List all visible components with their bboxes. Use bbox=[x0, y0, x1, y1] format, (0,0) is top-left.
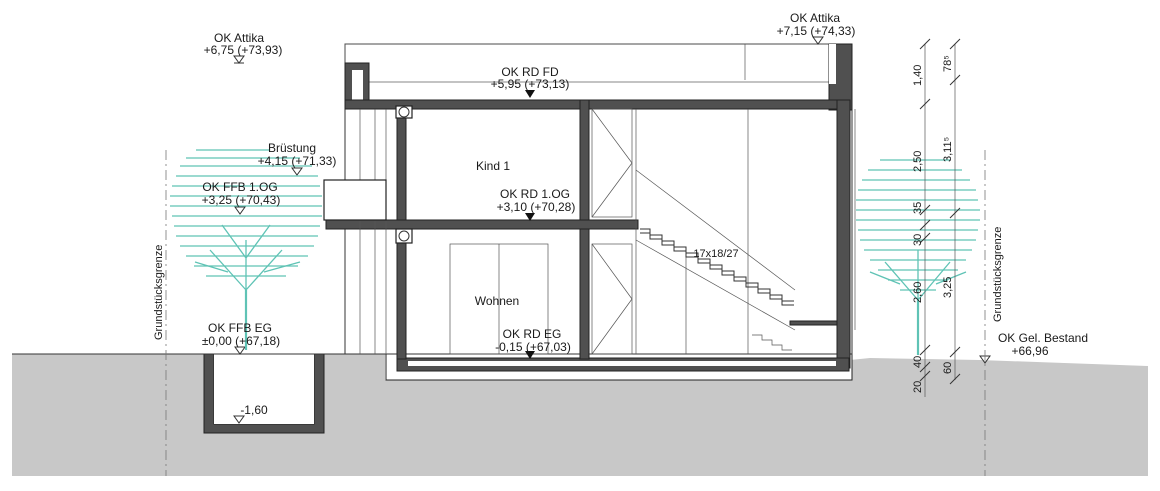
dim-left-6: 40 bbox=[912, 356, 924, 368]
dim-left-3: 35 bbox=[912, 202, 924, 214]
dim-left-7: 20 bbox=[912, 381, 924, 393]
level-attika-left-name: OK Attika bbox=[214, 31, 264, 45]
window-frame-top bbox=[395, 105, 413, 119]
level-rd-fd-name: OK RD FD bbox=[501, 65, 559, 79]
level-ffb-eg-value: ±0,00 (+67,18) bbox=[202, 334, 280, 348]
level-ffb-eg-name: OK FFB EG bbox=[208, 321, 272, 335]
parapet-left-in bbox=[352, 70, 363, 103]
ground-fill bbox=[12, 354, 1148, 476]
level-ffb-og-value: +3,25 (+70,43) bbox=[202, 193, 281, 207]
level-attika-left-value: +6,75 (+73,93) bbox=[204, 43, 283, 57]
dim-left-2: 2,50 bbox=[912, 151, 924, 172]
boundary-label-right: Grundstücksgrenze bbox=[992, 227, 1004, 322]
dim-left-1: 1,40 bbox=[912, 65, 924, 86]
balcony-box bbox=[323, 179, 387, 221]
level-attika-right-name: OK Attika bbox=[790, 11, 840, 25]
level-rd-og-value: +3,10 (+70,28) bbox=[497, 200, 576, 214]
level-bruestung-value: +4,15 (+71,33) bbox=[258, 154, 337, 168]
tree-left bbox=[170, 149, 322, 350]
dim-left-5: 2,60 bbox=[912, 282, 924, 303]
dim-right-3: 3,25 bbox=[942, 277, 954, 298]
shaft-eg-x2 bbox=[591, 298, 633, 355]
shaft-eg-x1 bbox=[591, 243, 633, 300]
roof-slab bbox=[344, 99, 846, 110]
eg-slab-white bbox=[408, 361, 836, 366]
level-markers bbox=[233, 36, 991, 424]
left-wall-og bbox=[396, 108, 407, 221]
level-rd-eg-name: OK RD EG bbox=[503, 327, 562, 341]
level-attika-right-value: +7,15 (+74,33) bbox=[777, 24, 856, 38]
boundary-label-left: Grundstücksgrenze bbox=[153, 245, 165, 340]
dim-right-4: 60 bbox=[942, 362, 954, 374]
parapet-right-in bbox=[829, 44, 836, 84]
pit-inside bbox=[214, 354, 314, 424]
tree-right bbox=[856, 159, 980, 355]
left-wall-eg bbox=[396, 228, 407, 360]
level-rd-og-name: OK RD 1.OG bbox=[500, 187, 570, 201]
right-wall bbox=[836, 99, 851, 369]
inner-column bbox=[579, 99, 590, 221]
level-gel-bestand-name: OK Gel. Bestand bbox=[998, 331, 1088, 345]
level-pit-value: -1,60 bbox=[240, 403, 268, 417]
level-ffb-og-name: OK FFB 1.OG bbox=[202, 180, 277, 194]
dim-right-1: 78⁵ bbox=[942, 55, 954, 72]
window-roller-top bbox=[398, 106, 410, 118]
room-kind: Kind 1 bbox=[476, 159, 510, 173]
room-wohnen: Wohnen bbox=[475, 294, 519, 308]
og-slab bbox=[325, 219, 639, 230]
shaft-og-x1 bbox=[591, 108, 633, 164]
level-rd-fd-value: +5,95 (+73,13) bbox=[491, 77, 570, 91]
level-rd-eg-value: -0,15 (+67,03) bbox=[495, 340, 571, 354]
shaft-og-x2 bbox=[591, 162, 633, 218]
dimension-lines bbox=[919, 38, 961, 397]
dim-right-2: 3,11⁵ bbox=[942, 137, 954, 162]
stair-label: 17x18/27 bbox=[693, 248, 738, 260]
level-bruestung-name: Brüstung bbox=[268, 141, 316, 155]
building-outline bbox=[344, 43, 853, 355]
dim-left-4: 30 bbox=[912, 234, 924, 246]
level-gel-bestand-value: +66,96 bbox=[1011, 344, 1048, 358]
window-roller-mid bbox=[398, 230, 410, 242]
eg-column bbox=[579, 228, 590, 360]
staircase bbox=[635, 169, 838, 351]
